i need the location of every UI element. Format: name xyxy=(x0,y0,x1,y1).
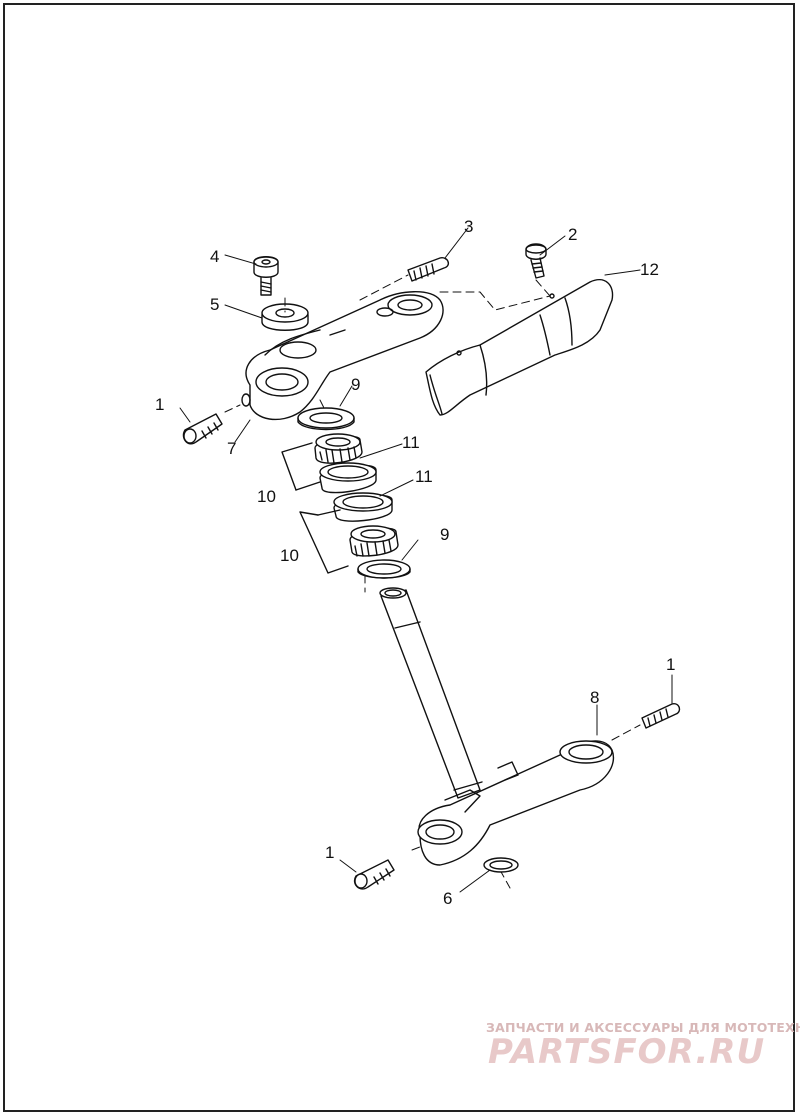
callout-3: 3 xyxy=(464,217,473,236)
screw-2 xyxy=(525,243,547,279)
callout-1-right: 1 xyxy=(666,655,675,674)
callout-9-lower: 9 xyxy=(440,525,449,544)
assembly-lines xyxy=(224,274,641,889)
washer xyxy=(261,303,309,331)
bearing-cone-lower xyxy=(349,525,399,557)
callout-4: 4 xyxy=(210,247,219,266)
watermark-subtitle: ЗАПЧАСТИ И АКСЕССУАРЫ ДЛЯ МОТОТЕХНИКИ xyxy=(486,1020,800,1035)
callout-5: 5 xyxy=(210,295,219,314)
bearing-cone-upper xyxy=(314,433,363,464)
watermark-logo: PARTSFOR.RU xyxy=(488,1032,766,1072)
callout-10-lower: 10 xyxy=(280,546,299,565)
callout-1-lower: 1 xyxy=(325,843,334,862)
callout-11-lower: 11 xyxy=(415,467,433,486)
callout-8: 8 xyxy=(590,688,599,707)
page-frame xyxy=(3,3,795,1112)
cap-screw xyxy=(253,256,279,296)
callout-10-upper: 10 xyxy=(257,487,276,506)
retaining-ring xyxy=(483,857,519,873)
callout-11-upper: 11 xyxy=(402,433,420,452)
seal-upper xyxy=(297,407,355,431)
lower-fork-bracket xyxy=(417,740,615,866)
kit-brackets xyxy=(281,442,349,574)
screw-1-upper xyxy=(182,413,223,445)
screw-1-lower xyxy=(353,859,395,890)
callout-7: 7 xyxy=(227,439,236,458)
screw-1-right xyxy=(641,703,681,729)
screw-3 xyxy=(407,257,450,282)
callout-leaders xyxy=(179,227,673,893)
seal-lower xyxy=(357,559,411,579)
trim-cover xyxy=(425,279,614,416)
steering-stem xyxy=(379,587,483,799)
bearing-cup-lower xyxy=(333,492,393,522)
callout-1-upper: 1 xyxy=(155,395,164,414)
callout-6: 6 xyxy=(443,889,452,908)
callout-9-upper: 9 xyxy=(351,375,360,394)
callout-2: 2 xyxy=(568,225,577,244)
bearing-cup-upper xyxy=(319,462,377,494)
callout-12: 12 xyxy=(640,260,659,279)
upper-fork-bracket xyxy=(241,291,444,421)
callout-numbers: 3 2 4 12 5 9 1 7 11 11 10 9 10 1 8 1 6 xyxy=(155,217,675,908)
